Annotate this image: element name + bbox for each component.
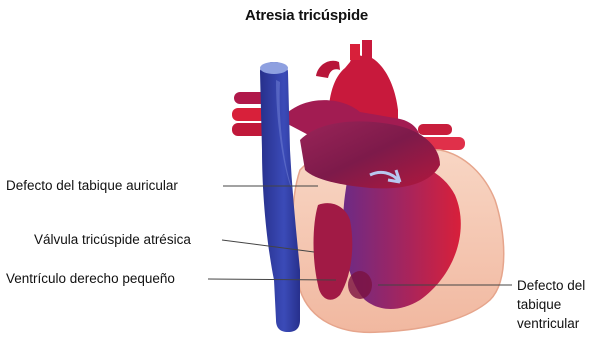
label-atrial-septal-defect: Defecto del tabique auricular [6,178,178,194]
label-small-right-ventricle: Ventrículo derecho pequeño [6,271,175,287]
vsd-opening [348,271,372,299]
label-ventricular-septal-defect: Defecto del tabique ventricular [517,276,585,333]
label-vsd-line-3: ventricular [517,314,585,333]
label-vsd-line-2: tabique [517,295,585,314]
label-atretic-tricuspid-valve: Válvula tricúspide atrésica [34,232,191,248]
label-vsd-line-1: Defecto del [517,276,585,295]
